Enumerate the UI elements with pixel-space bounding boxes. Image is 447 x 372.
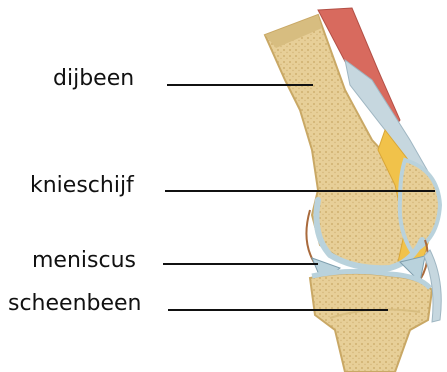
label-knieschijf: knieschijf	[30, 175, 134, 197]
label-meniscus: meniscus	[32, 250, 136, 272]
tibia-bone	[310, 273, 432, 372]
label-scheenbeen: scheenbeen	[8, 293, 142, 315]
label-dijbeen: dijbeen	[53, 68, 134, 90]
